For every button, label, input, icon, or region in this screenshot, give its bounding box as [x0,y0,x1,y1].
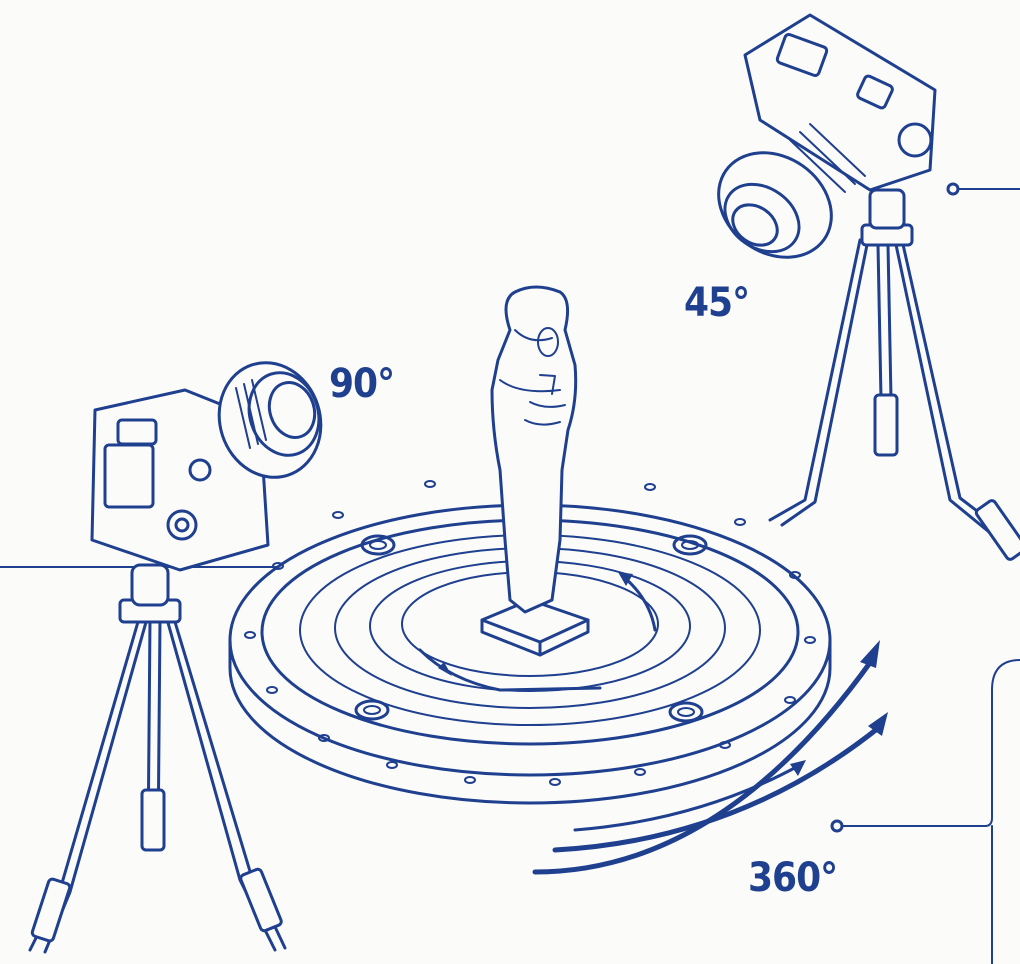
statue-icon [480,285,590,657]
rotation-arrow-icon [532,640,888,875]
angle-label-90: 90° [329,361,395,407]
turntable-holes [244,470,816,786]
rotation-arrow-3 [573,763,802,832]
rotation-arrow-2 [552,722,885,853]
callout-dot-top-right [946,182,960,196]
callout-line-bottom-right [839,659,1020,827]
statue-body [490,285,578,614]
camera-icon [90,361,323,572]
camera-icon-right [717,13,937,259]
angle-label-360: 360° [748,855,838,901]
camera-left-screen [103,443,155,509]
turntable-icon [228,470,832,805]
inner-rotation-arrow-1 [418,648,602,692]
callout-dot-bottom-right [830,819,844,833]
angle-label-45: 45° [684,280,750,326]
tripod-icon [28,563,287,954]
turntable-base-edge [228,638,832,805]
turntable-bolts [354,534,708,723]
inner-rotation-arrow-2 [623,576,657,632]
tripod-icon-right [768,188,1020,561]
